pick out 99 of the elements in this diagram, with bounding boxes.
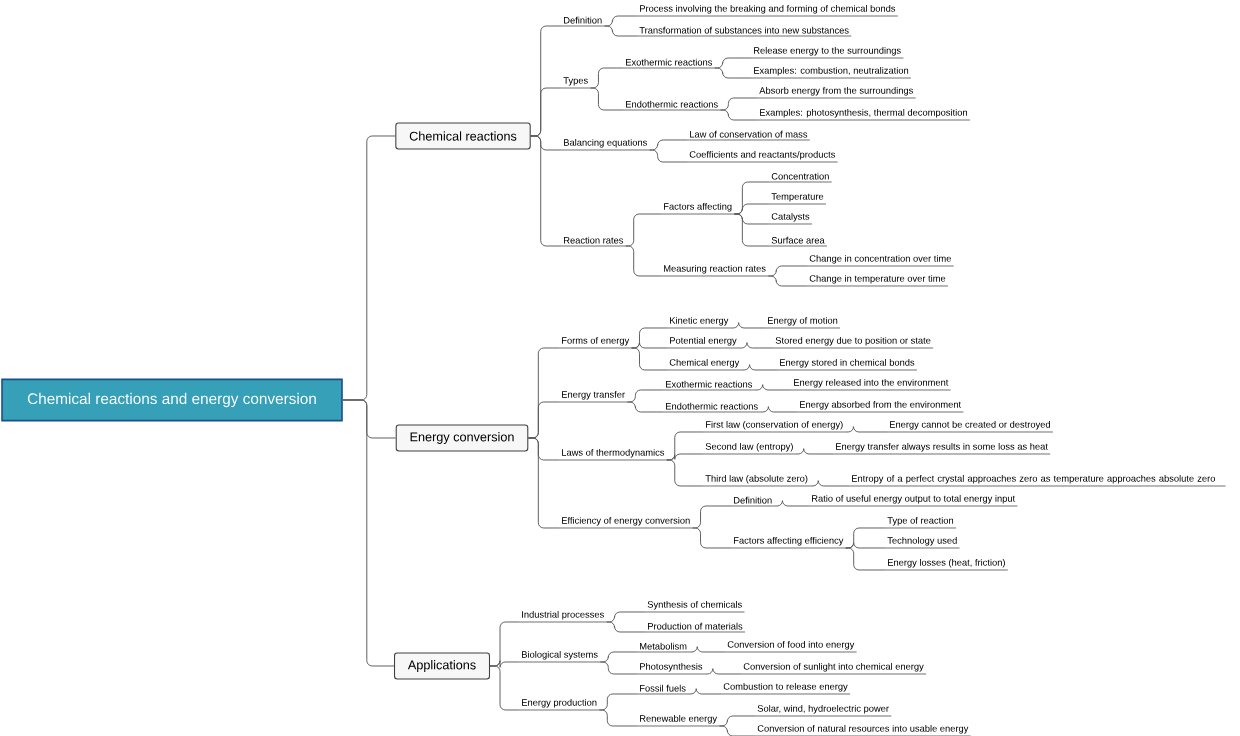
underlined-topic: Industrial processes [518, 610, 607, 623]
connector [687, 688, 722, 695]
connector [599, 661, 638, 675]
connector [809, 480, 850, 487]
connector [692, 527, 732, 549]
underlined-topic: Energy production [518, 698, 600, 711]
connector [845, 547, 886, 571]
underlined-topic: Definition [730, 496, 775, 507]
connector [666, 459, 704, 487]
connector [845, 426, 888, 433]
underlined-topic: Production of materials [644, 622, 746, 633]
underlined-topic: Technology used [884, 536, 960, 549]
underlined-topic: Biological systems [518, 650, 601, 663]
connector [738, 342, 774, 349]
connector [704, 668, 742, 675]
underlined-topic: Process involving the breaking and forming of chemical bonds [636, 4, 899, 17]
underlined-topic: Conversion of food into energy [724, 640, 858, 653]
underlined-topic: First law (conservation of energy) [702, 420, 846, 433]
underlined-topic: Coefficients and reactants/products [686, 150, 839, 163]
underlined-topic: Energy transfer always results in some loss as heat [832, 442, 1051, 455]
underlined-topic: Combustion to release energy [720, 682, 851, 695]
underlined-topic: Change in concentration over time [806, 254, 955, 267]
underlined-topic: Kinetic energy [666, 316, 732, 329]
underlined-topic: Renewable energy [636, 714, 720, 727]
connector [342, 399, 395, 667]
underlined-topic: Energy transfer [558, 390, 628, 403]
connector [774, 500, 810, 507]
underlined-topic: Energy of motion [764, 316, 841, 329]
connector [606, 621, 646, 633]
underlined-topic: Endothermic reactions [662, 402, 761, 413]
underlined-topic: Temperature [768, 193, 827, 205]
underlined-topic: Conversion of natural resources into usable energy [754, 724, 972, 736]
underlined-topic: Definition [560, 16, 605, 27]
underlined-topic: Energy cannot be created or destroyed [886, 420, 1054, 433]
connector [733, 213, 770, 247]
underlined-topic: Second law (entropy) [702, 442, 797, 455]
connector [795, 448, 834, 455]
underlined-topic: Entropy of a perfect crystal approaches zero as temperature approaches absolute zero [848, 474, 1226, 487]
underlined-topic: Surface area [768, 236, 828, 247]
underlined-topic: Stored energy due to position or state [772, 336, 934, 349]
underlined-topic: Factors affecting efficiency [730, 536, 847, 549]
underlined-topic: Balancing equations [560, 138, 650, 151]
connector [530, 135, 562, 247]
underlined-topic: Examples: combustion, neutralization [750, 66, 912, 79]
topic-box: Applications [394, 652, 491, 680]
underlined-topic: Factors affecting [660, 202, 735, 215]
connector [527, 437, 560, 529]
underlined-topic: Metabolism [636, 642, 690, 653]
connector [598, 709, 638, 727]
underlined-topic: Endothermic reactions [622, 100, 721, 111]
underlined-topic: Photosynthesis [636, 662, 706, 675]
underlined-topic: Type of reaction [884, 516, 957, 529]
topic-box: Energy conversion [395, 424, 529, 452]
underlined-topic: Measuring reaction rates [660, 264, 769, 277]
connector [767, 275, 808, 287]
underlined-topic: Potential energy [666, 336, 740, 349]
root-box: Chemical reactions and energy conversion [1, 378, 343, 422]
underlined-topic: Examples: photosynthesis, thermal decomposition [756, 108, 971, 121]
underlined-topic: Catalysts [768, 212, 813, 225]
underlined-topic: Energy released into the environment [790, 378, 952, 391]
underlined-topic: Exothermic reactions [622, 58, 716, 69]
connector [741, 364, 778, 371]
connector [489, 665, 520, 711]
connector [626, 401, 664, 413]
underlined-topic: Efficiency of energy conversion [558, 516, 693, 529]
topic-box: Chemical reactions [395, 122, 531, 150]
underlined-topic: Transformation of substances into new substances [636, 26, 852, 37]
underlined-topic: Reaction rates [560, 236, 627, 247]
underlined-topic: Types [560, 77, 591, 89]
connector [604, 25, 638, 37]
underlined-topic: Concentration [768, 172, 833, 183]
underlined-topic: Ratio of useful energy output to total energy input [808, 494, 1018, 507]
underlined-topic: Forms of energy [558, 336, 632, 349]
connector [631, 347, 668, 371]
underlined-topic: Fossil fuels [636, 684, 689, 695]
connector [719, 109, 758, 121]
connector [754, 384, 792, 391]
connector [589, 87, 624, 111]
underlined-topic: Solar, wind, hydroelectric power [754, 704, 892, 717]
underlined-topic: Laws of thermodynamics [558, 448, 668, 461]
underlined-topic: Conversion of sunlight into chemical energy [740, 662, 927, 675]
underlined-topic: Absorb energy from the surroundings [756, 86, 916, 99]
connector [714, 67, 752, 79]
underlined-topic: Energy stored in chemical bonds [776, 358, 918, 371]
underlined-topic: Energy absorbed from the environment [796, 400, 964, 413]
underlined-topic: Release energy to the surroundings [750, 46, 904, 59]
connector [649, 149, 688, 163]
connector [730, 322, 766, 329]
underlined-topic: Synthesis of chemicals [644, 600, 745, 613]
underlined-topic: Chemical energy [666, 358, 742, 371]
connector [625, 245, 662, 277]
underlined-topic: Change in temperature over time [806, 274, 949, 287]
underlined-topic: Exothermic reactions [662, 380, 756, 391]
underlined-topic: Energy losses (heat, friction) [884, 558, 1009, 571]
connector [759, 406, 798, 413]
underlined-topic: Law of conservation of mass [686, 130, 811, 141]
connector [718, 725, 756, 736]
connector [688, 646, 726, 653]
underlined-topic: Third law (absolute zero) [702, 474, 811, 487]
